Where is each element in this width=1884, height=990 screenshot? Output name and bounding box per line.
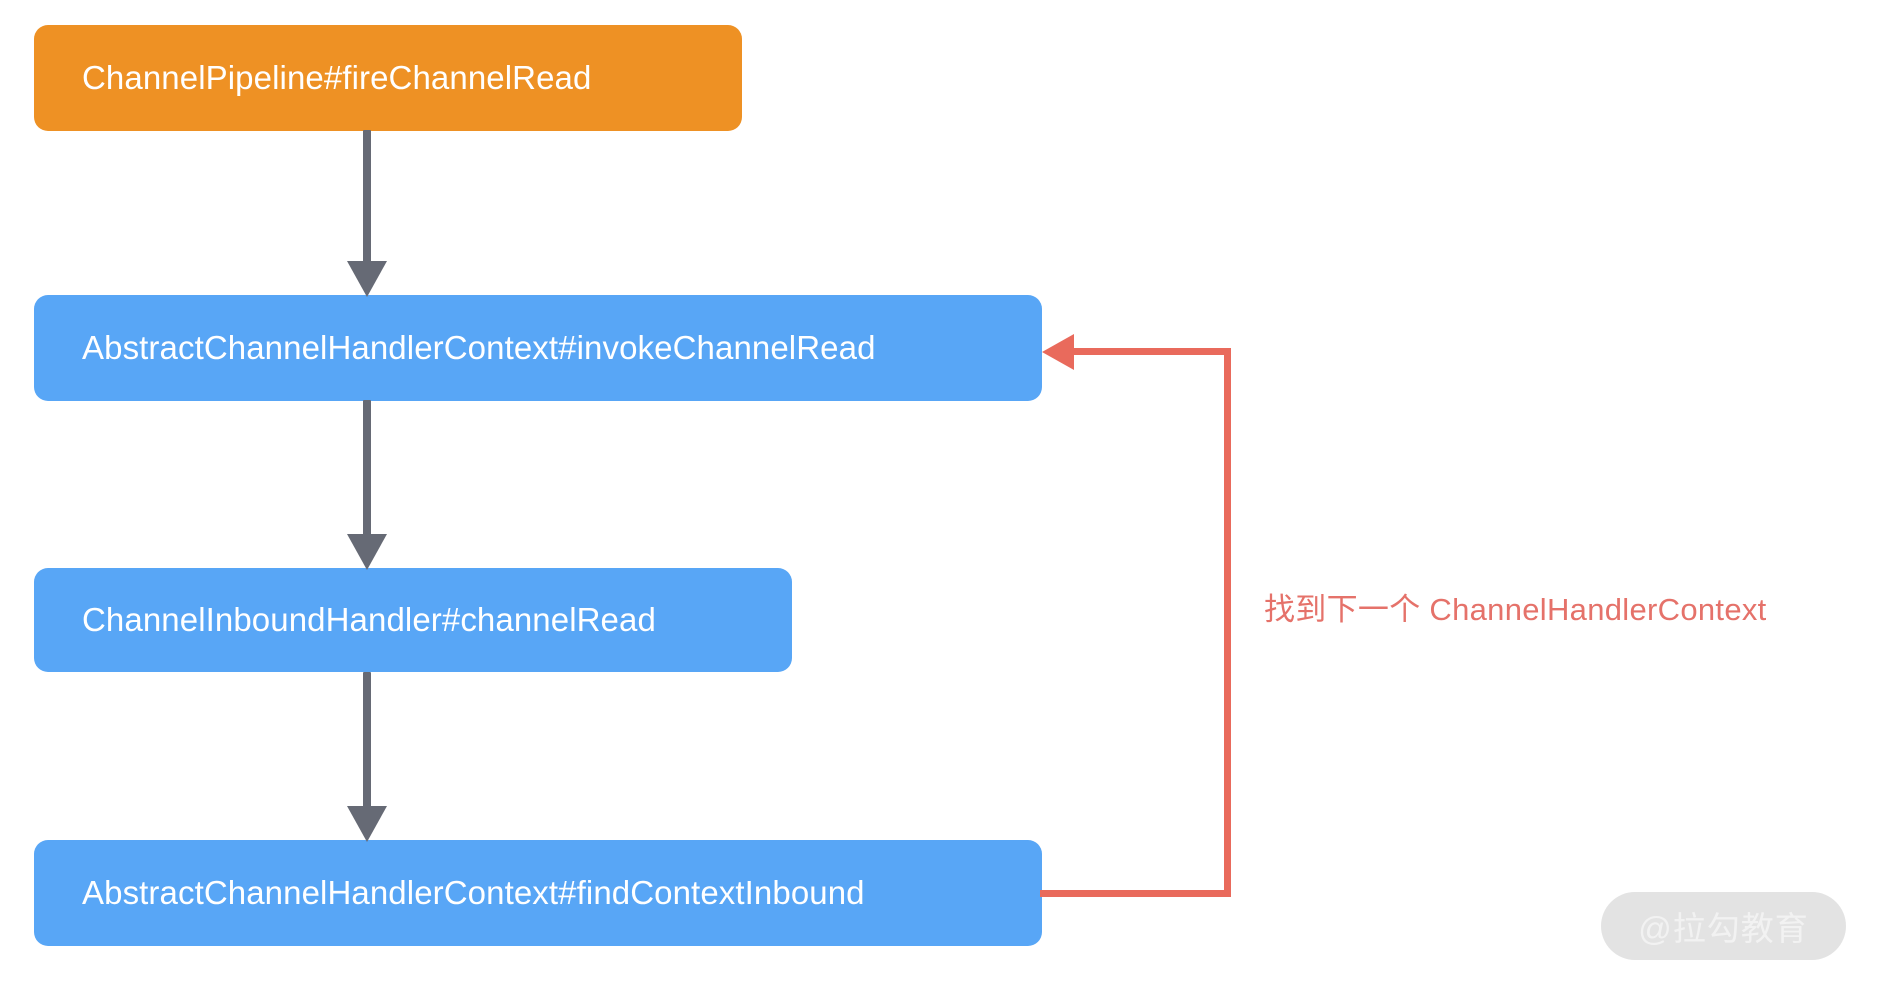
node-fire-channel-read[interactable]: ChannelPipeline#fireChannelRead <box>34 25 742 131</box>
arrow-head-left-icon <box>1042 334 1074 370</box>
arrow-shaft <box>363 400 371 536</box>
feedback-connector-bottom-segment <box>1040 890 1231 897</box>
flow-arrow-invoke-to-channelread <box>347 400 387 570</box>
feedback-connector-right-segment <box>1224 348 1231 897</box>
node-label: AbstractChannelHandlerContext#findContex… <box>82 874 865 911</box>
node-label: ChannelPipeline#fireChannelRead <box>82 59 592 96</box>
flow-arrow-channelread-to-findcontext <box>347 672 387 842</box>
arrow-shaft <box>363 672 371 808</box>
node-channel-read[interactable]: ChannelInboundHandler#channelRead <box>34 568 792 672</box>
feedback-connector-top-segment <box>1068 348 1231 355</box>
arrow-shaft <box>363 130 371 263</box>
watermark-text: @拉勾教育 <box>1638 910 1809 947</box>
feedback-connector-label: 找到下一个 ChannelHandlerContext <box>1264 592 1767 627</box>
watermark-badge: @拉勾教育 <box>1601 892 1846 960</box>
node-find-context-inbound[interactable]: AbstractChannelHandlerContext#findContex… <box>34 840 1042 946</box>
node-invoke-channel-read[interactable]: AbstractChannelHandlerContext#invokeChan… <box>34 295 1042 401</box>
arrow-head-down-icon <box>347 261 387 297</box>
node-label: AbstractChannelHandlerContext#invokeChan… <box>82 329 876 366</box>
arrow-head-down-icon <box>347 806 387 842</box>
arrow-head-down-icon <box>347 534 387 570</box>
node-label: ChannelInboundHandler#channelRead <box>82 601 656 638</box>
flow-arrow-fire-to-invoke <box>347 130 387 297</box>
